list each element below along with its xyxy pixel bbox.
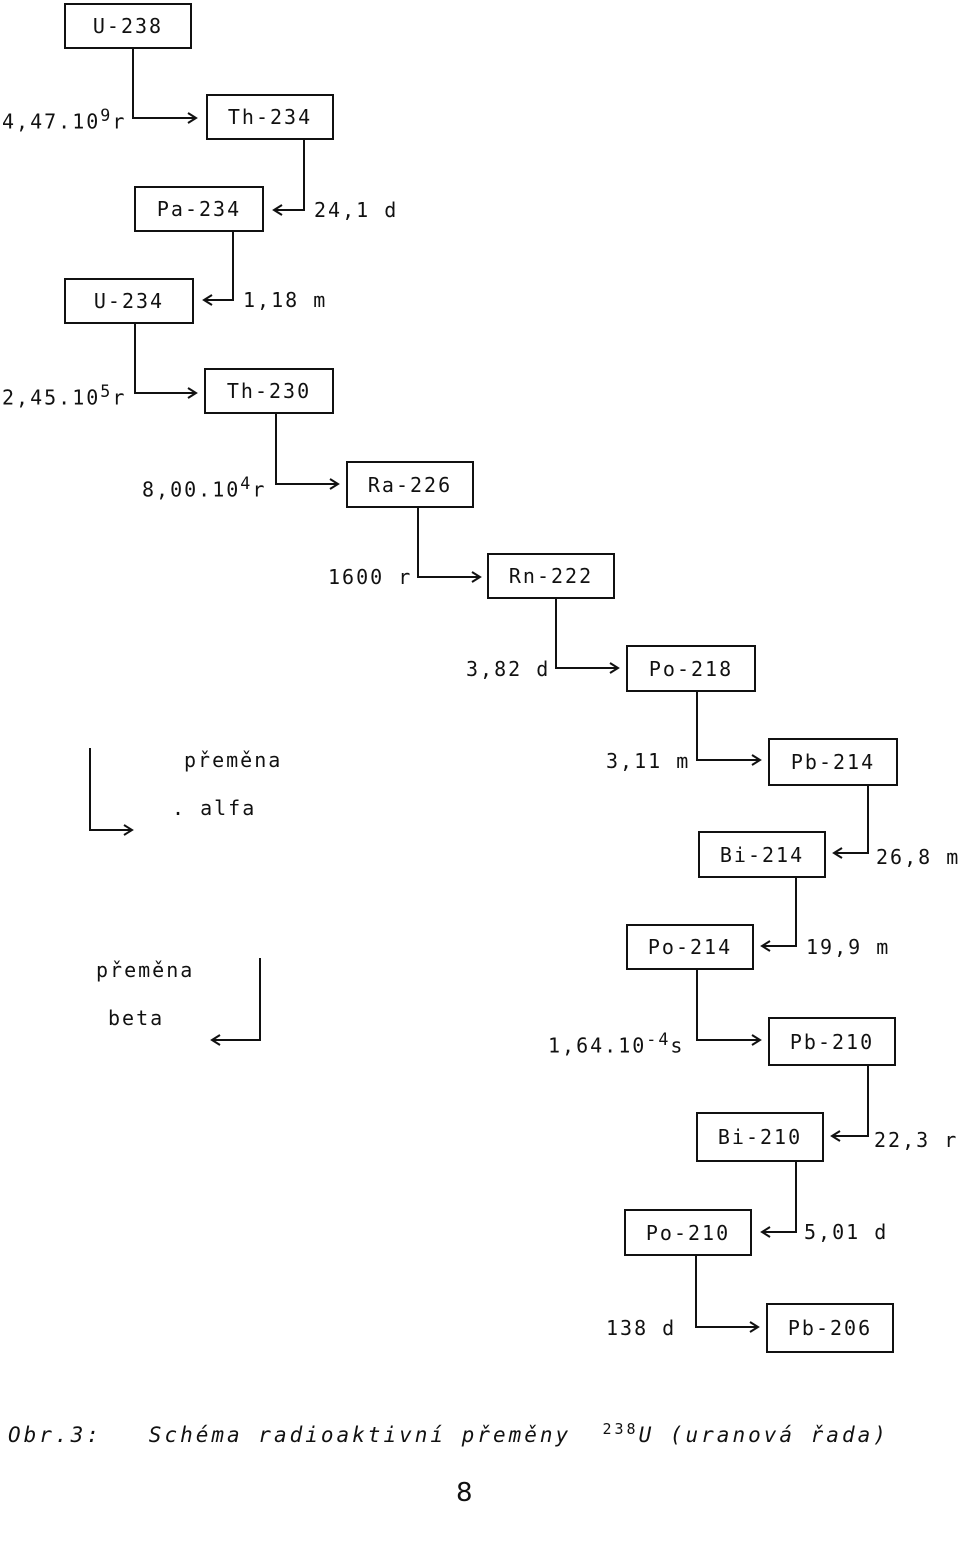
halflife-pb214: 26,8 m [876,845,960,869]
halflife-u234: 2,45.105r [2,382,127,410]
nuclide-u238: U-238 [64,3,192,49]
arrowhead [832,847,843,859]
arrowhead [210,1034,221,1046]
connector-pb214-bi214 [834,786,869,854]
halflife-bi210: 5,01 d [804,1220,889,1244]
nuclide-th230: Th-230 [204,368,334,414]
nuclide-po214: Po-214 [626,924,754,970]
halflife-pb210: 22,3 r [874,1128,959,1152]
nuclide-po218: Po-218 [626,645,756,692]
figure-caption: Obr.3: Schéma radioaktivní přeměny 238U … [8,1420,889,1447]
legend-alpha-label-2: . alfa [172,796,257,820]
arrowhead [751,754,762,766]
connector-bi210-po210 [762,1162,797,1233]
arrowhead [471,571,482,583]
connector-bi214-po214 [762,878,797,947]
halflife-po210: 138 d [606,1316,677,1340]
arrowhead [187,112,198,124]
nuclide-bi210: Bi-210 [696,1112,824,1162]
nuclide-pb210: Pb-210 [768,1017,896,1066]
caption-text: Schéma radioaktivní přeměny [148,1423,572,1447]
nuclide-rn222: Rn-222 [487,553,615,599]
caption-suffix: (uranová řada) [669,1423,889,1447]
nuclide-po210: Po-210 [624,1209,752,1256]
nuclide-u234: U-234 [64,278,194,324]
halflife-th234: 24,1 d [314,198,399,222]
halflife-po214: 1,64.10-4s [548,1030,685,1058]
arrowhead [187,387,198,399]
connector-u234-th230 [134,324,196,394]
halflife-pa234: 1,18 m [243,288,328,312]
nuclide-pa234: Pa-234 [134,186,264,232]
arrowhead [609,662,620,674]
arrowhead [760,940,771,952]
connector-po210-pb206 [695,1256,758,1328]
halflife-th230: 8,00.104r [142,474,267,502]
arrowhead [272,204,283,216]
nuclide-bi214: Bi-214 [698,831,826,878]
halflife-u238: 4,47.109r [2,106,127,134]
caption-isotope-symbol: U [638,1423,655,1447]
arrowhead [830,1130,841,1142]
arrowhead [202,294,213,306]
connector-po218-pb214 [696,692,760,761]
legend-beta-label-1: přeměna [96,958,195,982]
legend-beta-arrow [212,958,261,1041]
connector-th234-pa234 [274,140,305,211]
connector-pb210-bi210 [832,1066,869,1137]
halflife-po218: 3,11 m [606,749,691,773]
page-number: 8 [456,1478,473,1508]
caption-isotope-mass: 238 [602,1420,639,1438]
halflife-rn222: 3,82 d [466,657,551,681]
halflife-bi214: 19,9 m [806,935,891,959]
nuclide-ra226: Ra-226 [346,461,474,508]
legend-alpha-label-1: přeměna [184,748,283,772]
arrowhead [749,1321,760,1333]
nuclide-th234: Th-234 [206,94,334,140]
arrowhead [329,478,340,490]
halflife-ra226: 1600 r [328,565,413,589]
nuclide-pb214: Pb-214 [768,738,898,786]
connector-th230-ra226 [275,414,338,485]
arrowhead [760,1226,771,1238]
arrowhead [123,824,134,836]
connector-po214-pb210 [696,970,760,1041]
legend-alpha-arrow [89,748,132,831]
nuclide-pb206: Pb-206 [766,1303,894,1353]
connector-rn222-po218 [555,599,618,669]
caption-prefix: Obr.3: [8,1423,102,1447]
legend-beta-label-2: beta [108,1006,165,1030]
connector-pa234-u234 [204,232,234,301]
connector-u238-th234 [132,48,196,119]
connector-ra226-rn222 [417,508,480,578]
arrowhead [751,1034,762,1046]
